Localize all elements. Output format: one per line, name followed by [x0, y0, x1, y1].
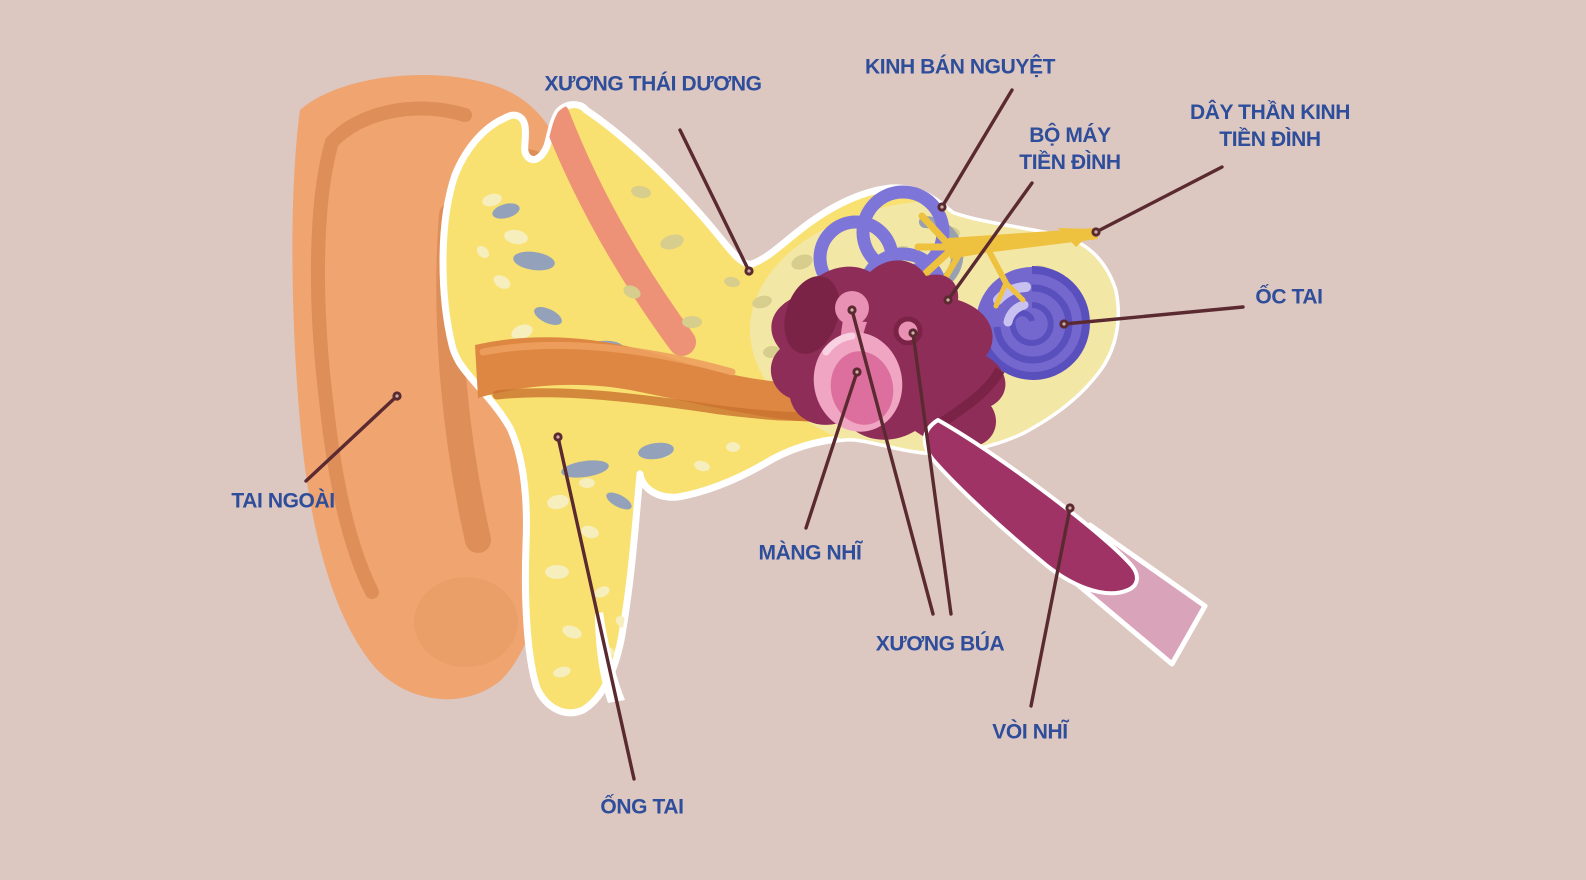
leader-lines — [304, 88, 1245, 781]
label-vestibular-nerve: DÂY THẦN KINH TIỀN ĐÌNH — [1189, 101, 1351, 151]
salmon-band — [542, 104, 696, 356]
leader-temporal-bone — [678, 128, 754, 276]
eustachian-tube-shape — [922, 418, 1208, 667]
leader-vestibular-apparatus — [943, 181, 1034, 305]
label-malleus: XƯƠNG BÚA — [875, 632, 1005, 656]
leader-vestibular-nerve — [1091, 165, 1224, 237]
ear-canal-shape — [475, 337, 863, 422]
label-semicircular-canals: KINH BÁN NGUYỆT — [864, 55, 1056, 79]
label-eustachian-tube: VÒI NHĨ — [992, 720, 1068, 744]
leader-malleus — [847, 305, 953, 616]
label-vestibular-apparatus: BỘ MÁY TIỀN ĐÌNH — [1019, 124, 1121, 174]
leader-ear-canal — [553, 432, 636, 781]
leader-semicircular-canals — [937, 88, 1014, 212]
leader-eustachian-tube — [1029, 503, 1075, 708]
label-outer-ear: TAI NGOÀI — [231, 489, 335, 513]
leader-eardrum — [804, 367, 862, 530]
label-cochlea: ỐC TAI — [1255, 285, 1323, 309]
label-temporal-bone: XƯƠNG THÁI DƯƠNG — [544, 72, 762, 96]
label-ear-canal: ỐNG TAI — [600, 795, 684, 819]
leader-outer-ear — [304, 391, 402, 483]
vestibular-nerve-shape — [914, 212, 1098, 309]
leader-cochlea — [1059, 305, 1245, 329]
label-eardrum: MÀNG NHĨ — [758, 541, 862, 565]
